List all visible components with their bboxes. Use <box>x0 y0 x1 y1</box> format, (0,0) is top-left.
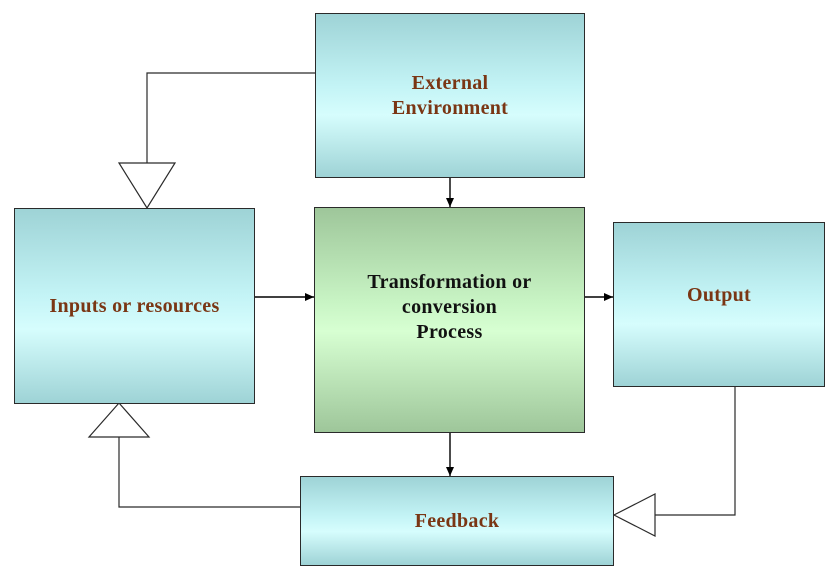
output-to-feedback-line <box>655 387 736 516</box>
inputs-box: Inputs or resources <box>14 208 255 404</box>
transformation-process-box: Transformation or conversion Process <box>314 207 585 433</box>
output-box: Output <box>613 222 825 387</box>
env-to-inputs-line <box>146 72 315 163</box>
external-environment-label: External Environment <box>391 71 509 119</box>
inputs-label: Inputs or resources <box>49 294 220 317</box>
external-environment-box: External Environment <box>315 13 585 178</box>
output-label: Output <box>686 284 752 306</box>
feedback-to-inputs-line <box>118 437 300 508</box>
transformation-process-label: Transformation or conversion Process <box>367 270 532 343</box>
env-to-inputs-arrow-icon <box>117 162 177 210</box>
feedback-to-inputs-arrow-icon <box>87 402 151 438</box>
output-to-feedback-arrow-icon <box>612 493 656 537</box>
feedback-box: Feedback <box>300 476 614 566</box>
feedback-label: Feedback <box>414 509 500 532</box>
